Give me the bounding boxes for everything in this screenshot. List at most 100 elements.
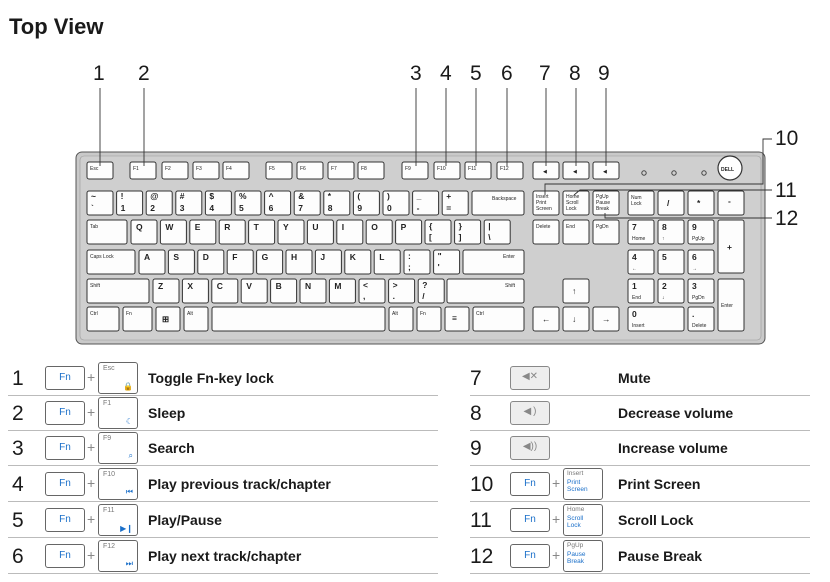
- key-label: ^: [269, 191, 274, 201]
- key-label: ↓: [572, 314, 576, 324]
- key-label: End: [632, 295, 641, 301]
- key-fn-left: Fn: [122, 306, 153, 332]
- legend-description: Increase volume: [618, 440, 728, 456]
- key-label: 3: [180, 203, 185, 213]
- key-label: .: [692, 309, 694, 319]
- leader-line: [544, 138, 772, 195]
- key-label: Caps Lock: [90, 254, 114, 260]
- key-label: Esc: [90, 166, 99, 172]
- key-9: (9: [352, 190, 380, 216]
- key-ctrl-left: Ctrl: [86, 306, 120, 332]
- combo-key-label: F10: [103, 471, 116, 478]
- combo-key: F10⏮: [98, 468, 138, 500]
- key-v: V: [240, 278, 268, 304]
- key-5: %5: [234, 190, 262, 216]
- key-tab: Tab: [86, 219, 128, 245]
- key-label: F10: [437, 166, 446, 172]
- key-punct-0: :;: [403, 249, 431, 275]
- key-label: 8: [328, 203, 333, 213]
- key-f10: F10: [433, 161, 461, 180]
- row-divider: [470, 465, 810, 466]
- key-label: #: [180, 191, 185, 201]
- row-divider: [8, 465, 438, 466]
- row-divider: [470, 501, 810, 502]
- key-label: Delete: [536, 224, 551, 230]
- key-n: N: [299, 278, 327, 304]
- legend-number: 7: [470, 367, 482, 390]
- key-caps-lock: Caps Lock: [86, 249, 136, 275]
- key-label: :: [408, 251, 411, 261]
- key-label: -: [728, 196, 731, 206]
- play-pause-icon: ▶❙: [120, 524, 133, 533]
- combo-key-label: Home: [567, 506, 585, 513]
- key-r: R: [218, 219, 246, 245]
- legend-description: Decrease volume: [618, 405, 734, 421]
- key-label: \: [488, 232, 491, 242]
- key-label: |: [488, 221, 490, 231]
- legend-description: Scroll Lock: [618, 512, 694, 528]
- key-label: Shift: [90, 283, 101, 289]
- key-label: 7: [632, 222, 637, 232]
- key-comma-2: ?/: [417, 278, 445, 304]
- key-label: Scroll: [566, 200, 579, 206]
- key-u: U: [306, 219, 334, 245]
- key-f3: F3: [192, 161, 220, 180]
- key-label: E: [195, 222, 201, 232]
- key-label: Ctrl: [90, 311, 98, 317]
- key-label: 5: [239, 203, 244, 213]
- key-label: *: [697, 198, 701, 208]
- key-nav-end: End: [562, 219, 590, 245]
- key-label: ↑: [572, 286, 576, 296]
- key-label: 9: [357, 203, 362, 213]
- key-y: Y: [277, 219, 305, 245]
- key-label: L: [379, 252, 384, 262]
- key-label: F12: [500, 166, 509, 172]
- key-num-multiply: *: [687, 190, 715, 216]
- key-f6: F6: [296, 161, 324, 180]
- key-menu: ≡: [444, 306, 470, 332]
- speaker-icon: ◀: [573, 169, 577, 175]
- page-title: Top View: [9, 14, 104, 39]
- key-label: W: [165, 222, 174, 232]
- key-label: Print: [536, 200, 547, 206]
- key-label: Backspace: [492, 196, 517, 202]
- combo-key: F1☾: [98, 397, 138, 429]
- key-f9: F9: [401, 161, 429, 180]
- legend-number: 10: [470, 473, 494, 496]
- key-label: Home: [632, 236, 646, 242]
- key-label: Screen: [536, 206, 552, 212]
- key-q: Q: [130, 219, 158, 245]
- key-label: F2: [165, 166, 171, 172]
- key-label: >: [393, 280, 398, 290]
- indicator-light: [641, 170, 647, 176]
- legend-description: Search: [148, 440, 195, 456]
- key-label: PgUp: [692, 236, 705, 242]
- key-label: Alt: [187, 311, 193, 317]
- key-bracket-0: {[: [424, 219, 452, 245]
- combo-key-label: Insert: [567, 470, 584, 477]
- key-label: ≡: [452, 313, 457, 323]
- key-label: (: [357, 191, 360, 201]
- fn-key-label: Fn: [59, 442, 71, 453]
- key-e: E: [189, 219, 217, 245]
- key-a: A: [138, 249, 166, 275]
- key-4: $4: [204, 190, 232, 216]
- key-label: {: [429, 221, 433, 231]
- key-num-plus: +: [717, 219, 745, 274]
- fn-key: Fn: [45, 366, 85, 390]
- key-8: *8: [323, 190, 351, 216]
- callout-2: 2: [138, 62, 150, 85]
- key-label: F: [232, 252, 237, 262]
- key-num-6: 6→: [687, 249, 715, 275]
- key-label: Lock: [631, 201, 642, 207]
- key-label: K: [350, 252, 357, 262]
- plus-sign: +: [87, 404, 96, 420]
- key-f4: F4: [222, 161, 250, 180]
- key-label: F6: [300, 166, 306, 172]
- key-label: ': [438, 262, 440, 272]
- key-label: 4: [632, 252, 637, 262]
